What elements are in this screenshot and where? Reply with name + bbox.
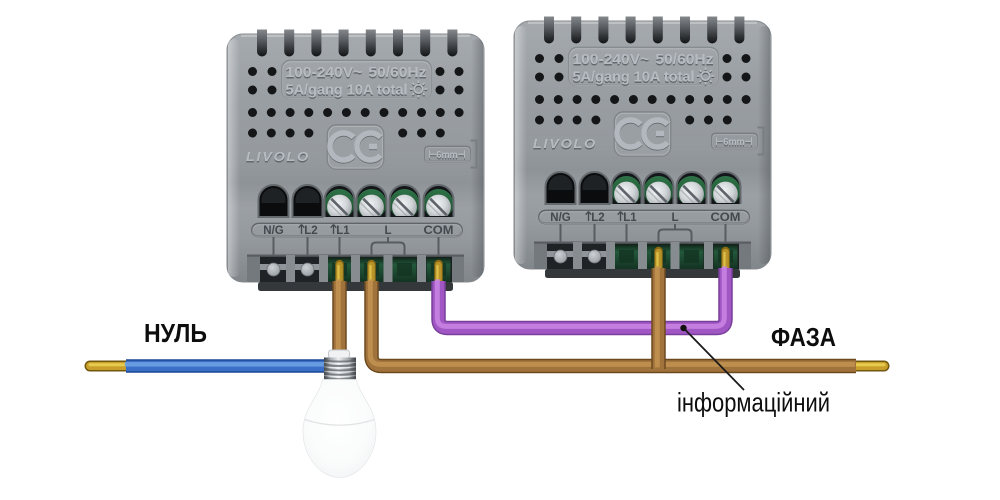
svg-text:НУЛЬ: НУЛЬ [144,320,207,348]
svg-text:інформаційний: інформаційний [677,388,830,418]
svg-text:ФАЗА: ФАЗА [771,324,836,352]
